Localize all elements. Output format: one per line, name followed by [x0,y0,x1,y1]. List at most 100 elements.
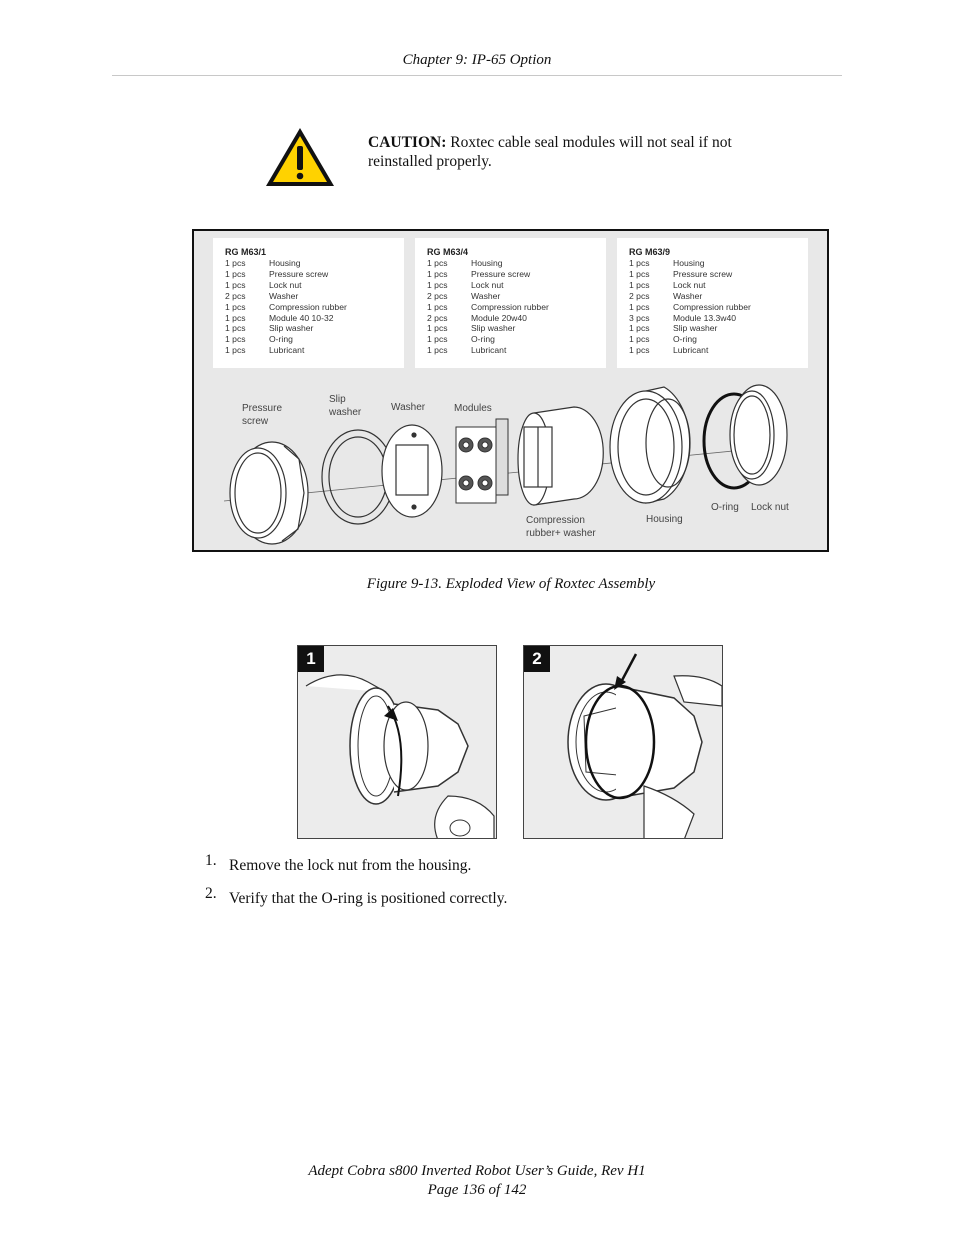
parts-list-row: 2 pcs Washer [225,291,400,302]
part-quantity: 1 pcs [629,334,650,345]
figure-caption: Figure 9-13. Exploded View of Roxtec Ass… [366,576,656,592]
lock-nut-removal-drawing [305,674,495,838]
parts-list-row: 1 pcs Compression rubber [427,302,602,313]
part-quantity: 1 pcs [225,312,246,323]
part-quantity: 1 pcs [225,268,246,279]
part-quantity: 2 pcs [427,312,448,323]
parts-list-row: 1 pcs Module 40 10-32 [225,313,400,324]
step-2-number: 2. [205,885,217,902]
step-1-number: 1. [205,852,217,869]
part-name: Compression rubber [471,301,549,312]
step-2-illustration: 2 [523,645,723,839]
parts-list-row: 1 pcs Compression rubber [225,302,400,313]
caution-label: CAUTION: [368,134,447,151]
step-2-text: Verify that the O-ring is positioned cor… [229,890,508,907]
label-compression-rubber: Compression rubber+ washer [526,515,596,539]
step-1-illustration: 1 [297,645,497,839]
part-name: Compression rubber [673,301,751,312]
part-name: Pressure screw [269,268,329,279]
part-quantity: 1 pcs [629,301,650,312]
part-name: O-ring [471,334,495,345]
parts-list-title: RG M63/1 [225,247,267,257]
chapter-header: Chapter 9: IP-65 Option [402,52,552,68]
pressure-screw-drawing [229,441,309,545]
part-quantity: 1 pcs [629,258,650,268]
parts-list-row: 1 pcs Slip washer [629,323,804,334]
part-name: Module 40 10-32 [269,312,334,323]
part-quantity: 2 pcs [427,290,448,301]
caution-text: Roxtec cable seal modules will not seal … [368,134,732,170]
parts-list-row: 1 pcs Housing [629,258,804,269]
part-quantity: 2 pcs [225,290,246,301]
part-quantity: 1 pcs [427,279,448,290]
part-quantity: 1 pcs [629,268,650,279]
part-name: Washer [471,290,501,301]
part-name: Washer [673,290,703,301]
parts-list-row: 1 pcs Housing [427,258,602,269]
warning-triangle-icon [266,128,334,186]
parts-list-row: 1 pcs Compression rubber [629,302,804,313]
part-quantity: 1 pcs [629,279,650,290]
part-quantity: 1 pcs [629,323,650,334]
housing-drawing [609,386,691,504]
compression-rubber-drawing [517,406,604,506]
parts-list-row: 1 pcs Pressure screw [225,269,400,280]
part-quantity: 1 pcs [427,301,448,312]
part-quantity: 2 pcs [629,290,650,301]
parts-list-row: 1 pcs O-ring [427,334,602,345]
label-slip-washer: Slip washer [329,394,362,418]
part-name: Slip washer [673,323,718,334]
part-name: Housing [269,258,301,268]
washer-drawing [381,424,443,518]
parts-list-row: 3 pcs Module 13.3w40 [629,313,804,324]
part-name: Housing [471,258,503,268]
part-quantity: 1 pcs [427,258,448,268]
parts-list-row: 2 pcs Washer [427,291,602,302]
part-name: Housing [673,258,705,268]
parts-list-row: 1 pcs Lock nut [225,280,400,291]
part-quantity: 1 pcs [427,334,448,345]
part-name: Module 20w40 [471,312,527,323]
label-housing: Housing [646,514,683,525]
o-ring-check-drawing [567,653,722,838]
part-name: Lubricant [471,345,507,356]
part-name: O-ring [673,334,697,345]
caution-message: CAUTION: Roxtec cable seal modules will … [368,133,788,171]
part-quantity: 1 pcs [225,301,246,312]
label-washer: Washer [391,402,426,413]
part-name: Lubricant [269,345,305,356]
part-name: Slip washer [471,323,516,334]
part-name: Slip washer [269,323,314,334]
step-1-text: Remove the lock nut from the housing. [229,857,472,874]
lock-nut-drawing [729,384,788,486]
parts-list-row: 1 pcs Lock nut [427,280,602,291]
exploded-drawing [223,384,788,545]
parts-list-title: RG M63/9 [629,247,671,257]
part-name: Pressure screw [471,268,531,279]
footer-document-title: Adept Cobra s800 Inverted Robot User’s G… [308,1163,646,1179]
part-name: Lock nut [673,279,706,290]
label-o-ring: O-ring [711,502,739,513]
part-name: Module 13.3w40 [673,312,737,323]
part-name: Lock nut [269,279,302,290]
part-name: Lubricant [673,345,709,356]
part-name: Washer [269,290,299,301]
step-2-badge: 2 [524,646,550,672]
parts-list-row: 1 pcs Lock nut [629,280,804,291]
part-quantity: 1 pcs [225,279,246,290]
parts-list-row: 1 pcs O-ring [629,334,804,345]
part-name: Compression rubber [269,301,347,312]
part-name: Lock nut [471,279,504,290]
part-quantity: 3 pcs [629,312,650,323]
